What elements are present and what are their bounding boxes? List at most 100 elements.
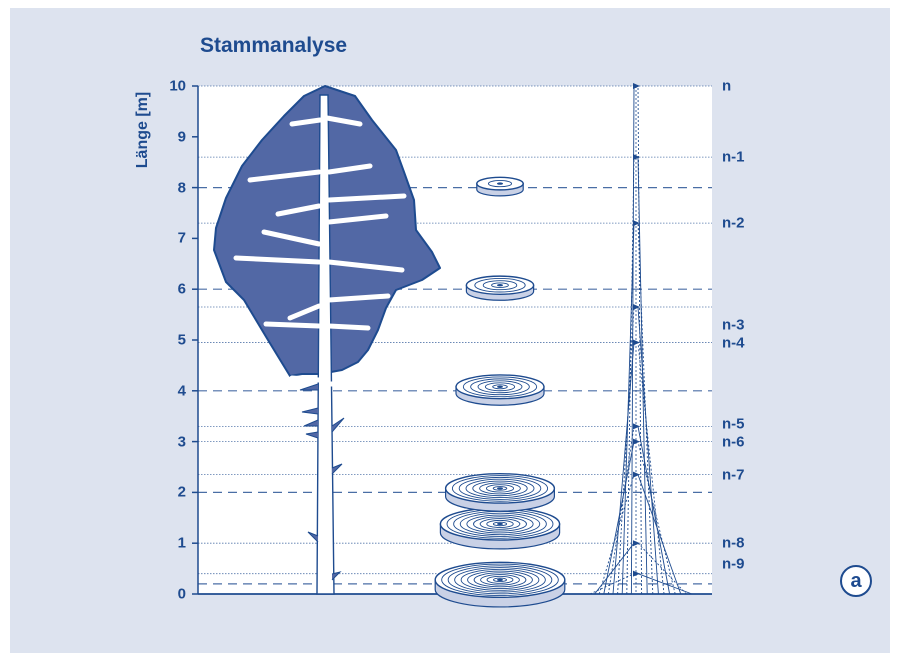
growth-ring [492,384,508,390]
tree-branch [261,229,322,247]
ring-cone-diagram [589,83,693,595]
growth-ring [486,519,514,528]
cone-marker [633,471,640,478]
reference-label: n-8 [722,534,745,552]
trunk-branch-stub [331,571,342,581]
stem-disc [444,473,556,512]
trunk-branch-stub [303,419,319,427]
growth-ring [486,575,514,584]
y-tick-label: 2 [177,483,186,501]
cone-line [626,157,635,595]
tree-branch [326,293,391,303]
trunk-branch-stub [299,383,319,391]
reference-label: n-5 [722,415,745,433]
growth-ring [487,180,513,188]
tree-branch [233,255,322,265]
tree-branch [289,117,323,127]
cone-line [637,573,693,595]
tree-branch [326,323,371,331]
reference-label: n-2 [722,214,745,232]
growth-ring [479,482,521,495]
trunk-branch-stub [331,463,343,475]
growth-ring [459,512,541,536]
y-tick-label: 5 [177,331,186,349]
cone-line [630,85,635,595]
cone-line [637,426,671,595]
cone-line [637,85,643,595]
cone-marker [633,339,640,346]
cone-line [637,474,682,595]
tree-branch [289,375,322,383]
y-tick-label: 0 [177,585,186,603]
cone-marker [633,303,640,310]
stem-discs [434,176,566,608]
stem-disc [455,374,545,406]
cone-marker [633,83,640,89]
tree-branch [275,203,322,217]
reference-label: n-3 [722,316,745,334]
growth-ring [480,574,520,586]
disc-pith [497,182,503,185]
reference-label: n-7 [722,466,745,484]
y-tick-label: 3 [177,433,186,451]
tree-branch [326,213,389,225]
reference-label: n-1 [722,148,745,166]
disc-pith [497,284,503,287]
diagram-title: Stammanalyse [200,34,348,57]
trunk-branch-stub [331,417,345,433]
cone-line [607,426,635,595]
y-tick-label: 8 [177,179,186,197]
trunk-branch-stub [301,407,319,415]
reference-label: n-4 [722,334,745,352]
tree-branch [326,193,407,203]
growth-ring [451,475,549,502]
growth-ring [485,484,515,493]
growth-ring [482,280,518,291]
cone-marker [633,540,640,547]
y-tick-label: 1 [177,534,186,552]
trunk-branch-stub [307,531,319,543]
cone-line [594,542,635,595]
panel-letter-badge: a [840,565,872,597]
disc-pith [497,522,503,526]
disc-pith [497,487,503,490]
trunk-branch-stub [305,431,319,439]
cone-marker [633,423,640,430]
growth-ring [467,570,533,590]
stem-disc [439,507,561,550]
y-tick-marks [192,85,198,595]
stem-disc [434,561,566,608]
growth-ring [447,565,553,595]
growth-ring [492,486,508,491]
cone-line [612,342,635,595]
growth-ring [454,567,546,593]
growth-ring [458,476,542,500]
y-tick-label: 4 [177,382,186,400]
y-tick-label: 7 [177,229,186,247]
tree-illustration [213,85,441,595]
tree-branch [263,321,322,329]
cone-line [589,573,635,595]
growth-ring [477,380,523,394]
cone-marker [633,220,640,227]
tree-branch [247,169,322,183]
growth-ring [484,382,516,392]
tree-branch [326,163,373,175]
cone-marker [633,438,640,445]
growth-ring [473,516,527,532]
growth-ring [491,282,509,288]
reference-label: n-9 [722,555,745,573]
y-tick-label: 9 [177,128,186,146]
cone-line [603,441,635,595]
tree-branch [326,259,405,273]
growth-ring [466,514,534,534]
growth-ring [474,277,526,293]
reference-label: n-6 [722,433,745,451]
cone-line [637,306,659,595]
stem-disc [476,176,524,197]
y-tick-label: 6 [177,280,186,298]
y-tick-label: 10 [169,77,186,95]
growth-ring [441,563,559,597]
disc-pith [497,385,503,388]
